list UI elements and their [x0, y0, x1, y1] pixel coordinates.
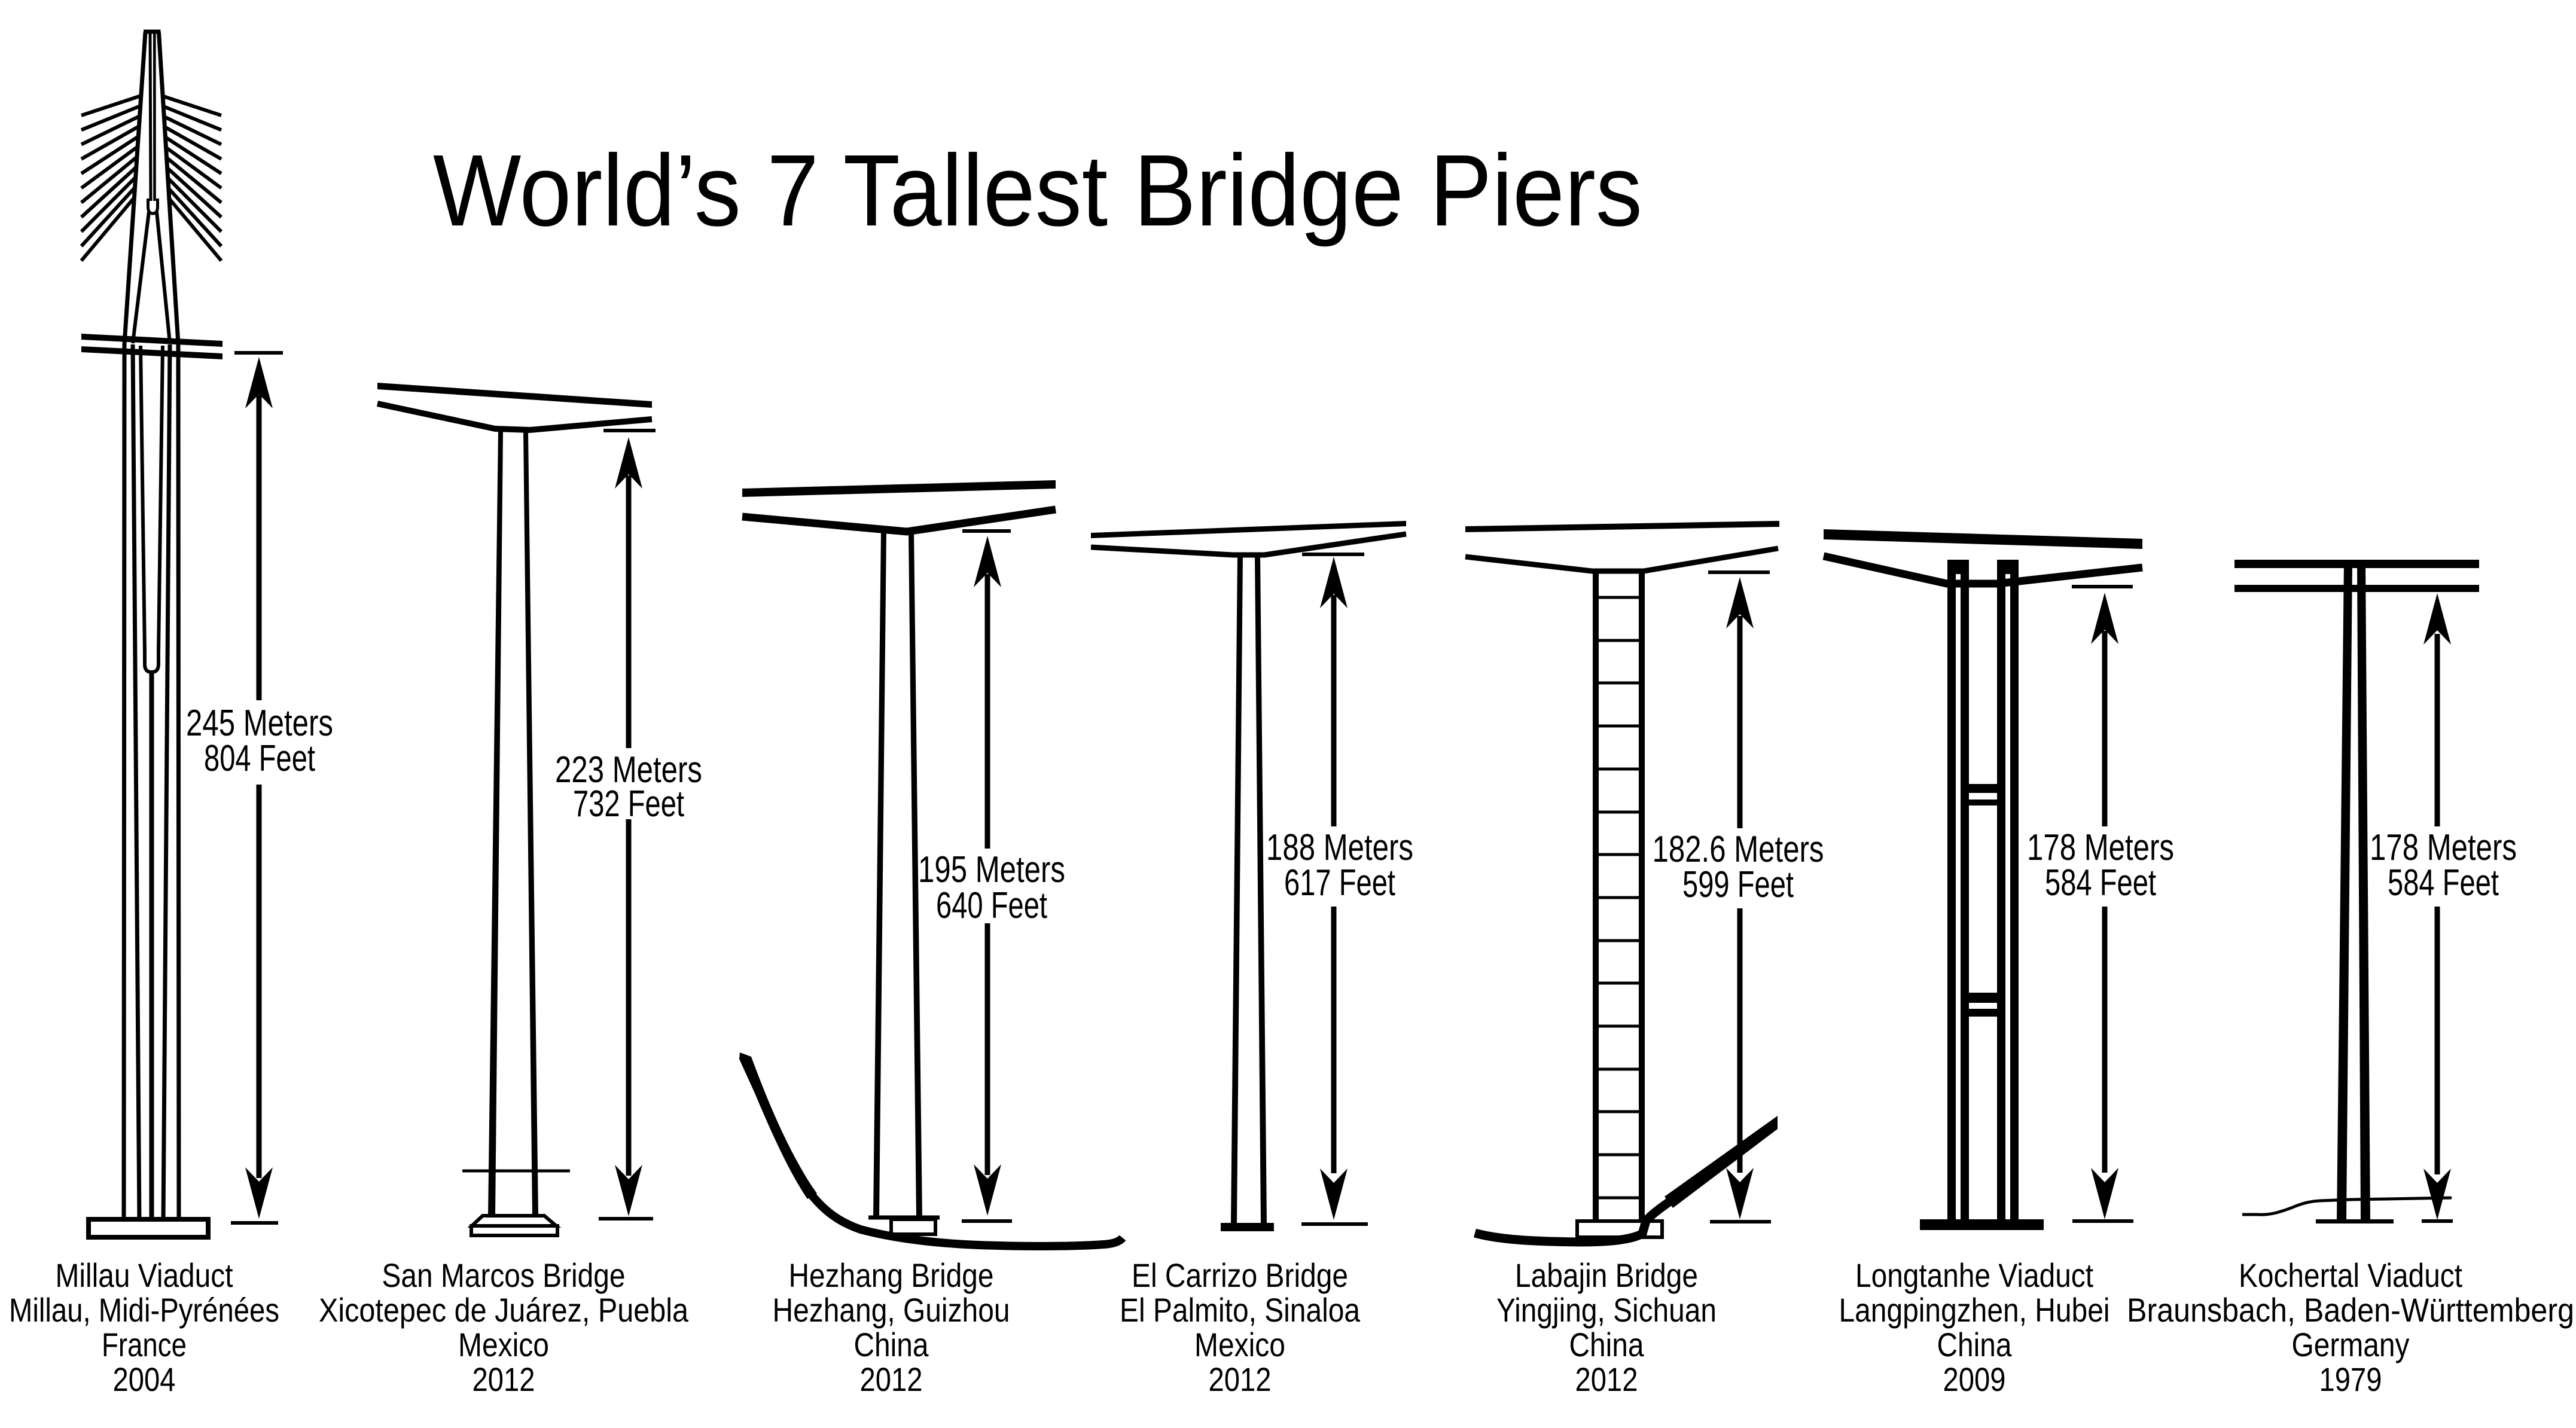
svg-text:640 Feet: 640 Feet	[936, 885, 1047, 926]
svg-text:San Marcos Bridge: San Marcos Bridge	[382, 1256, 626, 1294]
svg-text:599 Feet: 599 Feet	[1682, 864, 1794, 905]
svg-text:2012: 2012	[1209, 1360, 1272, 1398]
svg-text:China: China	[1569, 1326, 1645, 1363]
svg-text:Hezhang Bridge: Hezhang Bridge	[789, 1256, 994, 1294]
svg-text:2004: 2004	[113, 1360, 176, 1398]
svg-text:617 Feet: 617 Feet	[1284, 862, 1395, 904]
svg-text:804 Feet: 804 Feet	[204, 738, 315, 779]
svg-text:178 Meters: 178 Meters	[2027, 827, 2174, 868]
svg-text:245 Meters: 245 Meters	[186, 703, 333, 744]
svg-text:Longtanhe Viaduct: Longtanhe Viaduct	[1855, 1256, 2093, 1294]
svg-text:Hezhang, Guizhou: Hezhang, Guizhou	[773, 1291, 1010, 1329]
svg-text:195 Meters: 195 Meters	[918, 849, 1065, 890]
svg-text:Yingjing, Sichuan: Yingjing, Sichuan	[1496, 1291, 1717, 1329]
svg-text:Kochertal Viaduct: Kochertal Viaduct	[2239, 1256, 2462, 1294]
svg-text:2012: 2012	[472, 1360, 535, 1398]
svg-text:Millau, Midi-Pyrénées: Millau, Midi-Pyrénées	[9, 1291, 279, 1329]
svg-text:188 Meters: 188 Meters	[1266, 827, 1413, 868]
svg-text:Labajin Bridge: Labajin Bridge	[1515, 1256, 1698, 1294]
svg-text:Braunsbach, Baden-Württemberg: Braunsbach, Baden-Württemberg	[2127, 1291, 2574, 1329]
svg-text:El Carrizo Bridge: El Carrizo Bridge	[1132, 1256, 1348, 1294]
svg-text:Millau Viaduct: Millau Viaduct	[56, 1256, 233, 1294]
svg-text:182.6 Meters: 182.6 Meters	[1653, 829, 1824, 870]
svg-text:2012: 2012	[860, 1360, 923, 1398]
svg-text:World’s 7 Tallest Bridge Piers: World’s 7 Tallest Bridge Piers	[433, 134, 1642, 248]
svg-text:2012: 2012	[1575, 1360, 1638, 1398]
svg-text:584 Feet: 584 Feet	[2045, 862, 2156, 904]
svg-text:2009: 2009	[1943, 1360, 2006, 1398]
svg-text:China: China	[1937, 1326, 2013, 1363]
svg-text:178 Meters: 178 Meters	[2370, 827, 2517, 868]
svg-text:Germany: Germany	[2292, 1326, 2410, 1363]
svg-text:France: France	[102, 1326, 187, 1363]
svg-text:Langpingzhen, Hubei: Langpingzhen, Hubei	[1839, 1291, 2110, 1329]
svg-text:China: China	[854, 1326, 929, 1363]
svg-text:Mexico: Mexico	[1194, 1326, 1285, 1363]
svg-text:584 Feet: 584 Feet	[2388, 862, 2499, 904]
svg-text:732 Feet: 732 Feet	[573, 783, 684, 825]
svg-text:1979: 1979	[2319, 1360, 2382, 1398]
svg-text:Xicotepec de Juárez, Puebla: Xicotepec de Juárez, Puebla	[319, 1291, 689, 1329]
svg-text:223 Meters: 223 Meters	[555, 749, 702, 791]
svg-text:Mexico: Mexico	[458, 1326, 549, 1363]
svg-text:El Palmito, Sinaloa: El Palmito, Sinaloa	[1120, 1291, 1361, 1329]
